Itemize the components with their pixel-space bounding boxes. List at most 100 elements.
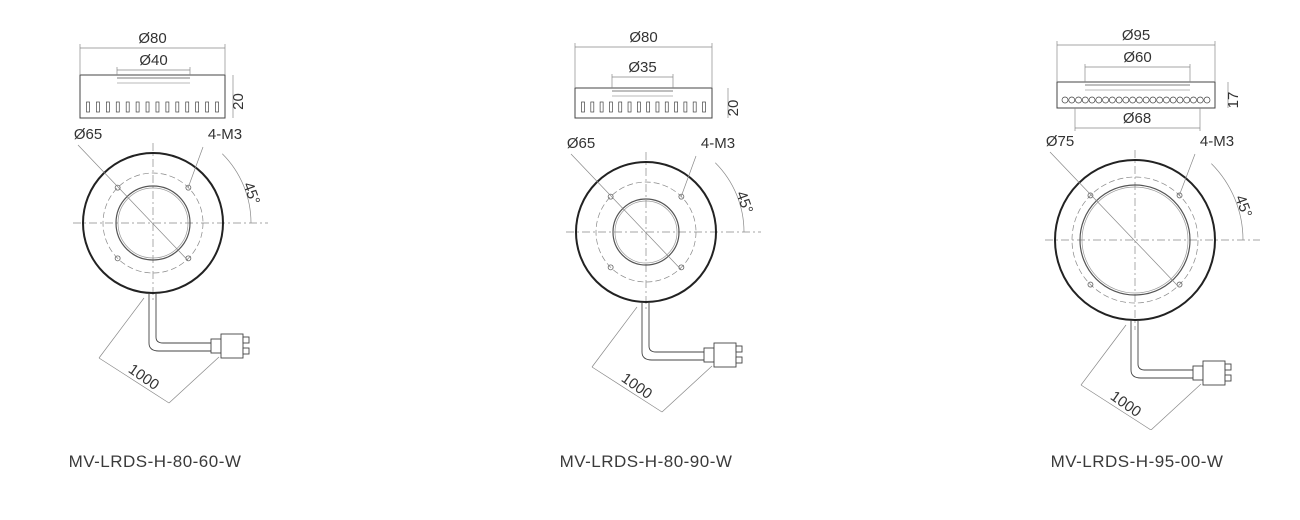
model-label-1: MV-LRDS-H-80-60-W (68, 452, 242, 471)
led (215, 101, 219, 113)
led (702, 101, 706, 113)
led (1183, 96, 1191, 104)
led (1129, 96, 1136, 104)
height-label: 17 (1225, 92, 1242, 109)
led (664, 101, 669, 113)
inner-diameter-label: Ø60 (1123, 49, 1151, 66)
bolt-circle (102, 172, 204, 274)
length-dim (168, 356, 220, 404)
led (599, 101, 604, 113)
led (145, 101, 150, 113)
leader-line (570, 153, 682, 270)
inner-ring (115, 185, 191, 261)
led (655, 101, 660, 113)
led (636, 101, 641, 113)
angle-arc (1211, 163, 1244, 241)
front-view (73, 143, 268, 303)
leader-line (187, 146, 204, 189)
leader-line (680, 155, 697, 198)
led (86, 101, 90, 113)
length-dim (591, 366, 663, 413)
length-dim (98, 297, 145, 359)
angle-arc (222, 153, 252, 224)
led (627, 101, 632, 113)
screw-hole (185, 184, 192, 191)
screw-hole (1176, 281, 1183, 288)
led (1102, 96, 1109, 104)
model-label-2: MV-LRDS-H-80-90-W (559, 452, 733, 471)
screws-label: 4-M3 (701, 135, 735, 152)
screw-hole (114, 184, 121, 191)
led (590, 101, 595, 113)
cable (148, 293, 250, 359)
length-dim (98, 357, 170, 404)
led (618, 101, 623, 113)
led (205, 101, 209, 113)
mount-circle-label: Ø75 (1046, 133, 1074, 150)
led (155, 101, 160, 113)
outer-diameter-label: Ø80 (138, 30, 166, 47)
outer-diameter-label: Ø95 (1122, 27, 1150, 44)
side-view (1056, 81, 1216, 109)
led (1176, 96, 1184, 104)
cable-length-label: 1000 (1107, 388, 1144, 421)
screw-hole (607, 193, 614, 200)
led (1088, 96, 1096, 104)
length-dim (1080, 384, 1152, 430)
outer-ring (1054, 159, 1216, 321)
screws-label: 4-M3 (208, 126, 242, 143)
cable (641, 302, 743, 368)
angle-label: 45° (1231, 193, 1255, 220)
cable (1130, 320, 1232, 386)
led (646, 101, 651, 113)
led (175, 101, 180, 113)
led (115, 101, 120, 113)
outer-ring (575, 161, 717, 303)
length-dim (591, 306, 638, 368)
led (96, 101, 100, 113)
connector (713, 342, 737, 368)
outer-ring (82, 152, 224, 294)
mount-circle-label: Ø65 (567, 135, 595, 152)
length-dim (1150, 383, 1202, 430)
led (165, 101, 170, 113)
screw-hole (1087, 192, 1094, 199)
led (1190, 96, 1197, 104)
side-view (574, 87, 713, 119)
screw-hole (607, 264, 614, 271)
connector (1202, 360, 1226, 386)
led (609, 101, 613, 113)
inner-diameter-label: Ø35 (628, 59, 656, 76)
bottom-diameter-label: Ø68 (1123, 110, 1151, 127)
outer-diameter-label: Ø80 (629, 29, 657, 46)
length-dim (661, 365, 713, 413)
model-label-3: MV-LRDS-H-95-00-W (1050, 452, 1224, 471)
led (135, 101, 140, 113)
led (1136, 96, 1143, 104)
led (1095, 96, 1103, 104)
led (692, 101, 697, 113)
length-dim (1080, 324, 1127, 386)
inner-diameter-label: Ø40 (139, 52, 167, 69)
inner-ring (612, 198, 680, 266)
cable-length-label: 1000 (125, 361, 162, 394)
screw-hole (678, 193, 685, 200)
connector (210, 338, 222, 354)
led (125, 101, 130, 113)
led (1061, 96, 1069, 104)
led (674, 101, 678, 113)
screws-label: 4-M3 (1200, 133, 1234, 150)
led (683, 101, 688, 113)
led (1068, 96, 1076, 104)
connector (220, 333, 244, 359)
screw-hole (114, 255, 121, 262)
connector (703, 347, 715, 363)
angle-label: 45° (239, 180, 263, 207)
led (1115, 96, 1123, 104)
leader-line (77, 144, 189, 261)
led (1075, 96, 1082, 104)
angle-label: 45° (732, 189, 756, 216)
side-view (79, 74, 226, 119)
